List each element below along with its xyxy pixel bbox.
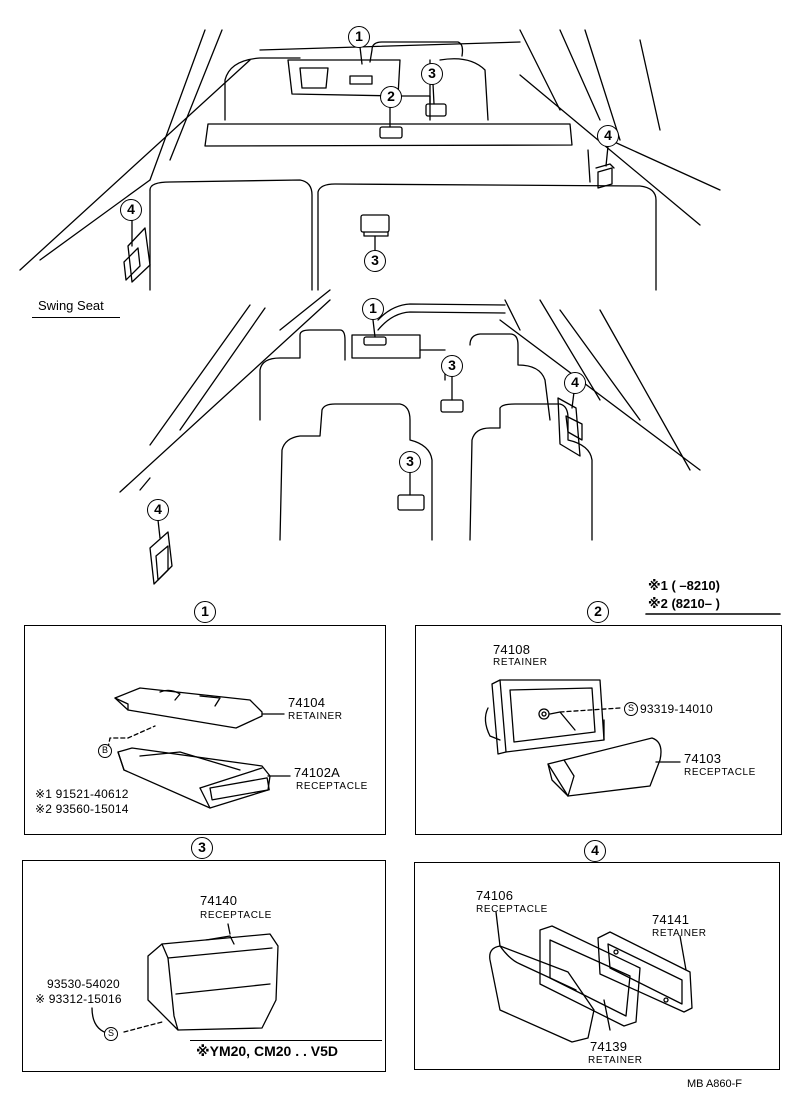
panel2-screw-symbol: S: [624, 702, 638, 716]
panel3-parts-drawing: [91, 923, 279, 1035]
panel2-retainer-name: RETAINER: [493, 657, 548, 668]
panel2-parts-drawing: [484, 679, 681, 797]
panel4-box: [414, 862, 780, 1070]
panel4-retainer-a-name: RETAINER: [652, 928, 707, 939]
panel4-retainer-b-part: 74139: [590, 1039, 628, 1054]
callout-4-upper-left: 4: [120, 199, 142, 221]
drawing-code: MB A860-F: [687, 1078, 743, 1090]
panel3-model-note: ※YM20, CM20 . . V5D: [196, 1043, 338, 1059]
panel3-callout: 3: [191, 837, 213, 859]
callout-3-upper-seat: 3: [364, 250, 386, 272]
panel3-note-box: [190, 1040, 382, 1041]
panel3-screw-symbol: S: [104, 1027, 118, 1041]
upper-interior-view: [19, 29, 721, 291]
panel3-receptacle-part: 74140: [200, 893, 238, 908]
panel4-receptacle-name: RECEPTACLE: [476, 904, 548, 915]
panel3-screw-part-1: 93530-54020: [47, 977, 120, 991]
panel2-screw-part: 93319-14010: [640, 702, 713, 716]
callout-3-upper: 3: [421, 63, 443, 85]
panel1-retainer-name: RETAINER: [288, 711, 343, 722]
panel1-bolt-part-1: ※1 91521-40612: [35, 787, 129, 801]
panel1-retainer-part: 74104: [288, 695, 326, 710]
panel1-bolt-symbol: B: [98, 744, 112, 758]
callout-1-lower: 1: [362, 298, 384, 320]
panel4-retainer-b-name: RETAINER: [588, 1055, 643, 1066]
panel1-receptacle-name: RECEPTACLE: [296, 781, 368, 792]
panel4-receptacle-part: 74106: [476, 888, 514, 903]
callout-4-upper-right: 4: [597, 125, 619, 147]
panel2-callout: 2: [587, 601, 609, 623]
callout-3-lower-front: 3: [441, 355, 463, 377]
panel1-callout: 1: [194, 601, 216, 623]
callout-4-lower-left: 4: [147, 499, 169, 521]
panel2-receptacle-name: RECEPTACLE: [684, 767, 756, 778]
swing-seat-interior-view: [119, 289, 701, 585]
swing-seat-label: Swing Seat: [38, 298, 104, 313]
callout-4-lower-right: 4: [564, 372, 586, 394]
panel2-retainer-part: 74108: [493, 642, 531, 657]
callout-3-lower-rear: 3: [399, 451, 421, 473]
panel1-receptacle-part: 74102A: [294, 765, 341, 780]
callout-2-upper: 2: [380, 86, 402, 108]
panel3-box: [22, 860, 386, 1072]
legend-line-1: ※1 ( –8210): [648, 578, 720, 593]
swing-seat-underline: [32, 317, 120, 318]
panel3-receptacle-name: RECEPTACLE: [200, 910, 272, 921]
panel2-receptacle-part: 74103: [684, 751, 722, 766]
panel4-retainer-a-part: 74141: [652, 912, 690, 927]
panel1-bolt-part-2: ※2 93560-15014: [35, 802, 129, 816]
panel2-box: [415, 625, 782, 835]
panel1-box: [24, 625, 386, 835]
panel3-screw-part-2: ※ 93312-15016: [35, 992, 122, 1006]
panel4-callout: 4: [584, 840, 606, 862]
legend-line-2: ※2 (8210– ): [648, 596, 720, 611]
callout-1-upper: 1: [348, 26, 370, 48]
panel1-parts-drawing: [107, 687, 291, 809]
panel4-parts-drawing: [489, 911, 693, 1043]
